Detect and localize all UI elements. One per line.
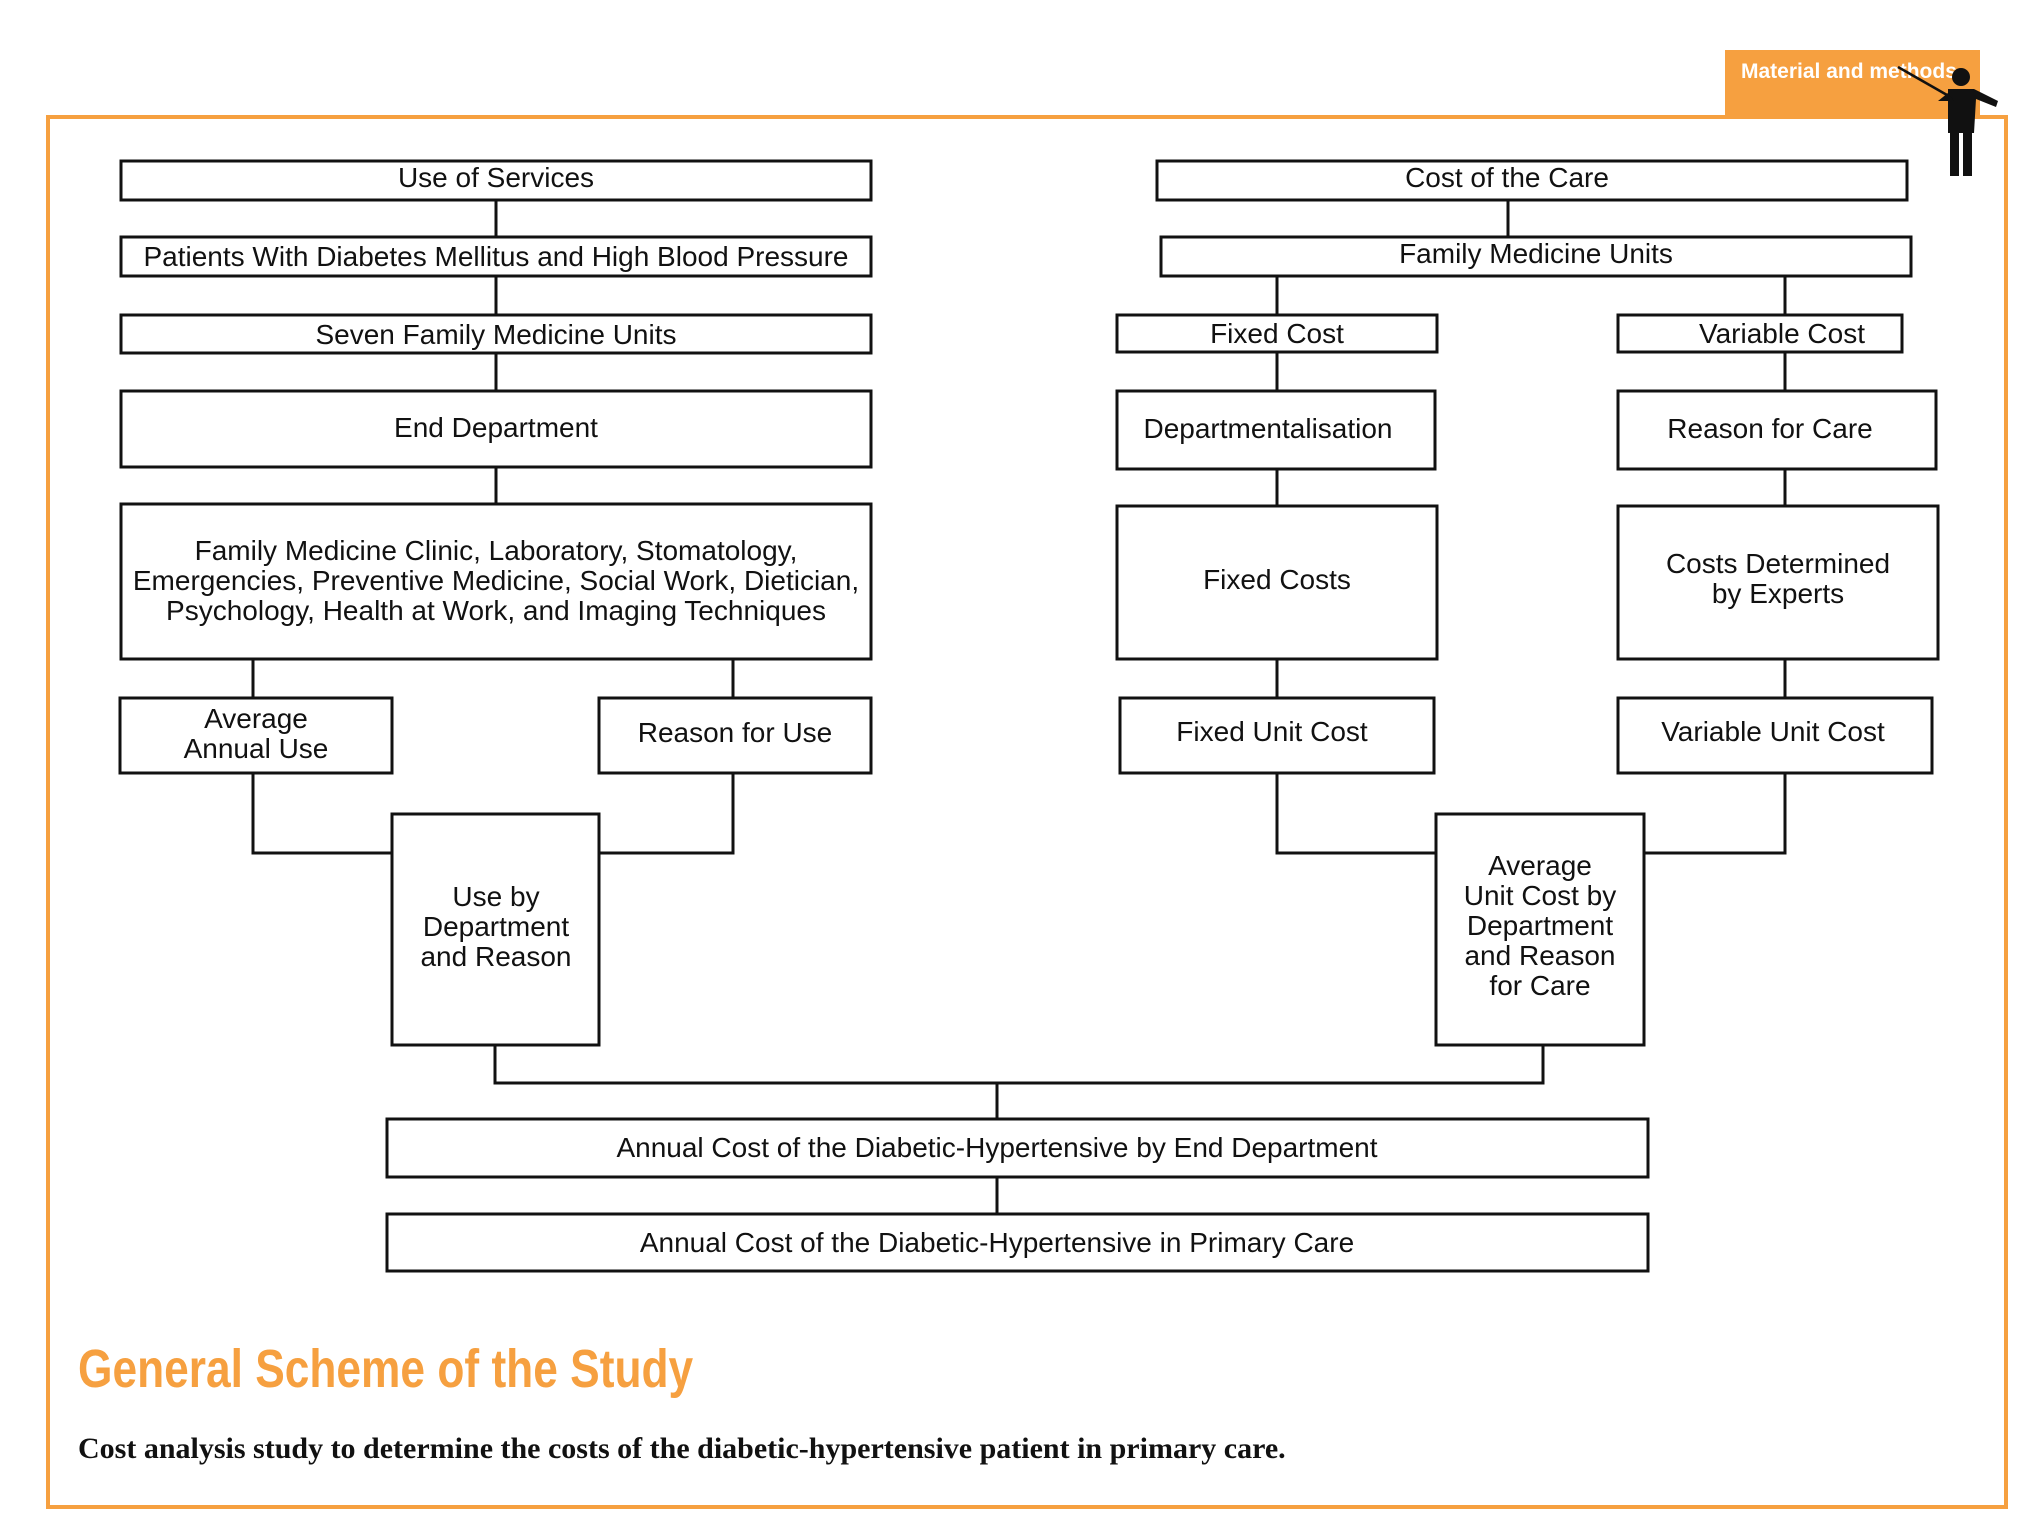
- label-costs-by-experts-2: by Experts: [1712, 578, 1844, 609]
- figure-frame: [46, 115, 2008, 1509]
- connector-lines: [251, 200, 1787, 1214]
- box-reason-for-use: [597, 696, 873, 775]
- label-use-by-3: and Reason: [420, 941, 571, 972]
- box-departments-list: [119, 502, 873, 661]
- box-annual-primary-care: [385, 1212, 1650, 1273]
- label-reason-for-care: Reason for Care: [1667, 413, 1872, 444]
- box-average-unit-cost: [1434, 812, 1646, 1047]
- box-labels: Use of Services Patients With Diabetes M…: [133, 162, 1890, 1258]
- label-fixed-cost: Fixed Cost: [1210, 318, 1344, 349]
- label-average-unit-cost-1: Average: [1488, 850, 1592, 881]
- label-variable-cost: Variable Cost: [1699, 318, 1865, 349]
- box-annual-by-department: [385, 1117, 1650, 1179]
- presenter-with-pointer-icon: [1897, 65, 1998, 176]
- box-average-annual-use: [118, 696, 394, 775]
- label-annual-by-department: Annual Cost of the Diabetic-Hypertensive…: [616, 1132, 1377, 1163]
- box-fixed-costs: [1115, 504, 1439, 661]
- label-end-department: End Department: [394, 412, 598, 443]
- box-cost-of-care: [1155, 159, 1909, 202]
- label-departments-line-2: Emergencies, Preventive Medicine, Social…: [133, 565, 859, 596]
- label-departmentalisation: Departmentalisation: [1143, 413, 1392, 444]
- label-average-unit-cost-5: for Care: [1489, 970, 1590, 1001]
- figure-caption: Cost analysis study to determine the cos…: [78, 1432, 1286, 1465]
- label-variable-unit-cost: Variable Unit Cost: [1661, 716, 1885, 747]
- box-patients: [119, 235, 873, 278]
- box-use-by-department: [390, 812, 601, 1047]
- box-costs-by-experts: [1616, 504, 1940, 661]
- boxes: [118, 159, 1940, 1273]
- box-fixed-unit-cost: [1118, 696, 1436, 775]
- label-average-unit-cost-2: Unit Cost by: [1464, 880, 1617, 911]
- label-family-units: Family Medicine Units: [1399, 238, 1673, 269]
- box-fixed-cost: [1115, 313, 1439, 354]
- label-average-unit-cost-4: and Reason: [1464, 940, 1615, 971]
- box-use-of-services: [119, 159, 873, 202]
- box-family-units: [1159, 235, 1913, 278]
- label-reason-for-use: Reason for Use: [638, 717, 833, 748]
- box-variable-cost: [1616, 313, 1904, 354]
- label-costs-by-experts-1: Costs Determined: [1666, 548, 1890, 579]
- figure-title: General Scheme of the Study: [78, 1339, 694, 1399]
- label-departments-line-1: Family Medicine Clinic, Laboratory, Stom…: [195, 535, 798, 566]
- label-average-annual-use-1: Average: [204, 703, 308, 734]
- label-use-of-services: Use of Services: [398, 162, 594, 193]
- box-variable-unit-cost: [1616, 696, 1934, 775]
- label-use-by-1: Use by: [452, 881, 539, 912]
- section-tag-label: Material and methods: [1741, 60, 1957, 83]
- box-departmentalisation: [1115, 389, 1437, 471]
- label-average-unit-cost-3: Department: [1467, 910, 1614, 941]
- label-fixed-unit-cost: Fixed Unit Cost: [1176, 716, 1368, 747]
- section-tag: Material and methods: [1725, 50, 1980, 116]
- box-end-department: [119, 389, 873, 469]
- label-patients: Patients With Diabetes Mellitus and High…: [143, 241, 848, 272]
- label-annual-primary-care: Annual Cost of the Diabetic-Hypertensive…: [640, 1227, 1354, 1258]
- box-seven-units: [119, 313, 873, 355]
- label-seven-units: Seven Family Medicine Units: [315, 319, 676, 350]
- label-fixed-costs: Fixed Costs: [1203, 564, 1351, 595]
- box-reason-for-care: [1616, 389, 1938, 471]
- label-departments-line-3: Psychology, Health at Work, and Imaging …: [166, 595, 826, 626]
- label-average-annual-use-2: Annual Use: [184, 733, 329, 764]
- label-cost-of-care: Cost of the Care: [1405, 162, 1609, 193]
- label-use-by-2: Department: [423, 911, 570, 942]
